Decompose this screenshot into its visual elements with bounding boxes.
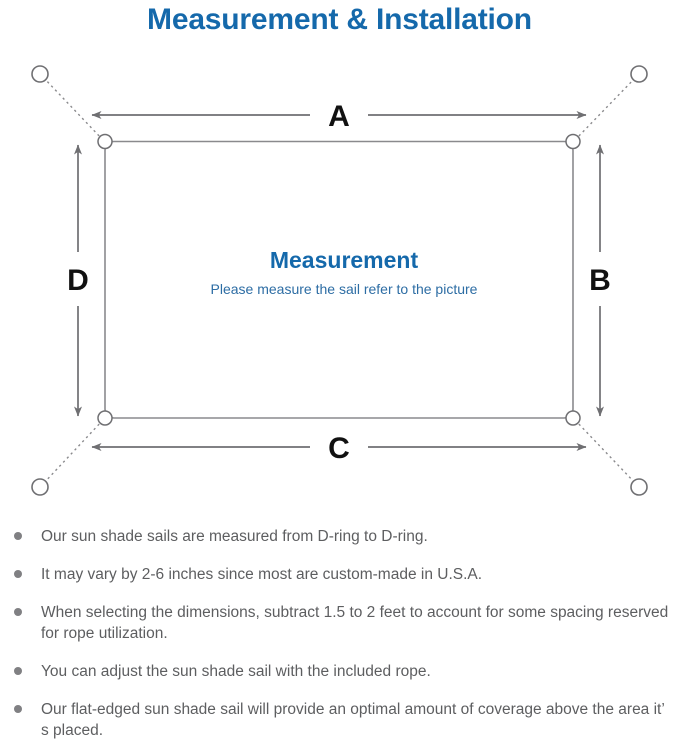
anchor-point-top-left [31, 65, 49, 83]
rope-bottom-right [574, 419, 638, 486]
list-item: It may vary by 2-6 inches since most are… [14, 564, 674, 585]
list-item-text: When selecting the dimensions, subtract … [41, 604, 669, 642]
anchor-point-bottom-right [630, 478, 648, 496]
d-ring-top-right [565, 133, 581, 150]
page-title: Measurement & Installation [147, 3, 532, 36]
list-item-text: You can adjust the sun shade sail with t… [41, 663, 431, 680]
sail-outline [104, 140, 574, 419]
anchor-point-top-right [630, 65, 648, 83]
bullet-icon [14, 532, 22, 540]
list-item-text: It may vary by 2-6 inches since most are… [41, 566, 483, 583]
rope-top-right [574, 75, 638, 141]
list-item: Our flat-edged sun shade sail will provi… [14, 699, 674, 741]
dimension-label-c: C [328, 432, 350, 465]
bullet-icon [14, 570, 22, 578]
dimension-label-d: D [67, 264, 89, 297]
measurement-diagram: A C D B Measurement Please measure the s… [0, 44, 679, 514]
diagram-center-title: Measurement [270, 247, 419, 273]
anchor-point-bottom-left [31, 478, 49, 496]
list-item: Our sun shade sails are measured from D-… [14, 526, 674, 547]
list-item-text: Our flat-edged sun shade sail will provi… [41, 701, 665, 739]
d-ring-bottom-right [565, 410, 581, 426]
bullet-icon [14, 667, 22, 675]
bullet-icon [14, 608, 22, 616]
diagram-center-subtitle: Please measure the sail refer to the pic… [211, 281, 478, 297]
d-ring-top-left [97, 133, 113, 150]
list-item: When selecting the dimensions, subtract … [14, 602, 674, 644]
dimension-label-a: A [328, 100, 350, 133]
list-item-text: Our sun shade sails are measured from D-… [41, 528, 428, 545]
notes-list: Our sun shade sails are measured from D-… [14, 526, 674, 741]
dimension-label-b: B [589, 264, 611, 297]
d-ring-bottom-left [97, 410, 113, 426]
list-item: You can adjust the sun shade sail with t… [14, 661, 674, 682]
bullet-icon [14, 705, 22, 713]
rope-bottom-left [41, 419, 104, 486]
rope-top-left [41, 75, 104, 141]
